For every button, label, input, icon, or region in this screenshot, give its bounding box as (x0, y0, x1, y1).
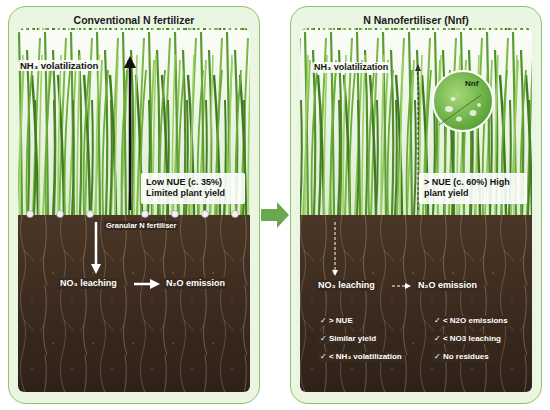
grass-soil-scene (300, 28, 532, 392)
process-label: N₂O emission (416, 280, 479, 291)
fertiliser-granules (27, 211, 239, 218)
benefit-item: ✓ < NH₃ volatilization (318, 352, 404, 362)
leaf-vein (439, 95, 481, 125)
process-label: N₂O emission (164, 278, 227, 289)
process-label: NO₃ leaching (58, 278, 119, 289)
benefit-item: ✓ < N2O emissions (432, 316, 510, 326)
panel-title: N Nanofertiliser (Nnf) (291, 14, 541, 26)
leaf-circle (433, 71, 493, 131)
volatilization-arrow (124, 56, 136, 210)
nue-box: > NUE (c. 60%) High plant yield (419, 173, 527, 204)
leaching-arrow-reduced (332, 222, 338, 276)
circle-label: Nnf (465, 79, 478, 88)
transition-arrow (261, 202, 289, 228)
nanofertiliser-circle: Nnf (431, 69, 495, 133)
emission-arrow-reduced (392, 283, 411, 289)
process-label: Granular N fertiliser (104, 221, 178, 230)
water-droplet (456, 117, 462, 122)
benefit-item: ✓ < NO3 leaching (432, 334, 503, 344)
benefit-item: ✓ No residues (432, 352, 491, 362)
box-text: > NUE (c. 60%) High plant yield (424, 177, 522, 200)
nue-box: Low NUE (c. 35%) Limited plant yield (141, 173, 245, 204)
panel-ground (8, 6, 260, 404)
leaf-closeup (431, 69, 495, 133)
water-droplet (470, 110, 477, 116)
box-text: Low NUE (c. 35%) Limited plant yield (146, 177, 240, 200)
water-droplet (477, 103, 481, 107)
process-label: NO₃ leaching (316, 280, 377, 291)
leaching-arrow (91, 222, 101, 274)
panel-title: Conventional N fertilizer (9, 14, 259, 26)
benefit-item: ✓ > NUE (318, 316, 355, 326)
water-droplet (445, 106, 453, 112)
grass-soil-scene (18, 28, 250, 392)
water-droplet (451, 97, 456, 101)
process-label: NH₃ volatilization (18, 60, 100, 71)
benefit-item: ✓ Similar yield (318, 334, 378, 344)
process-label: NH₃ volatilization (312, 62, 390, 73)
emission-arrow (134, 279, 160, 289)
panel-ground (290, 6, 542, 404)
